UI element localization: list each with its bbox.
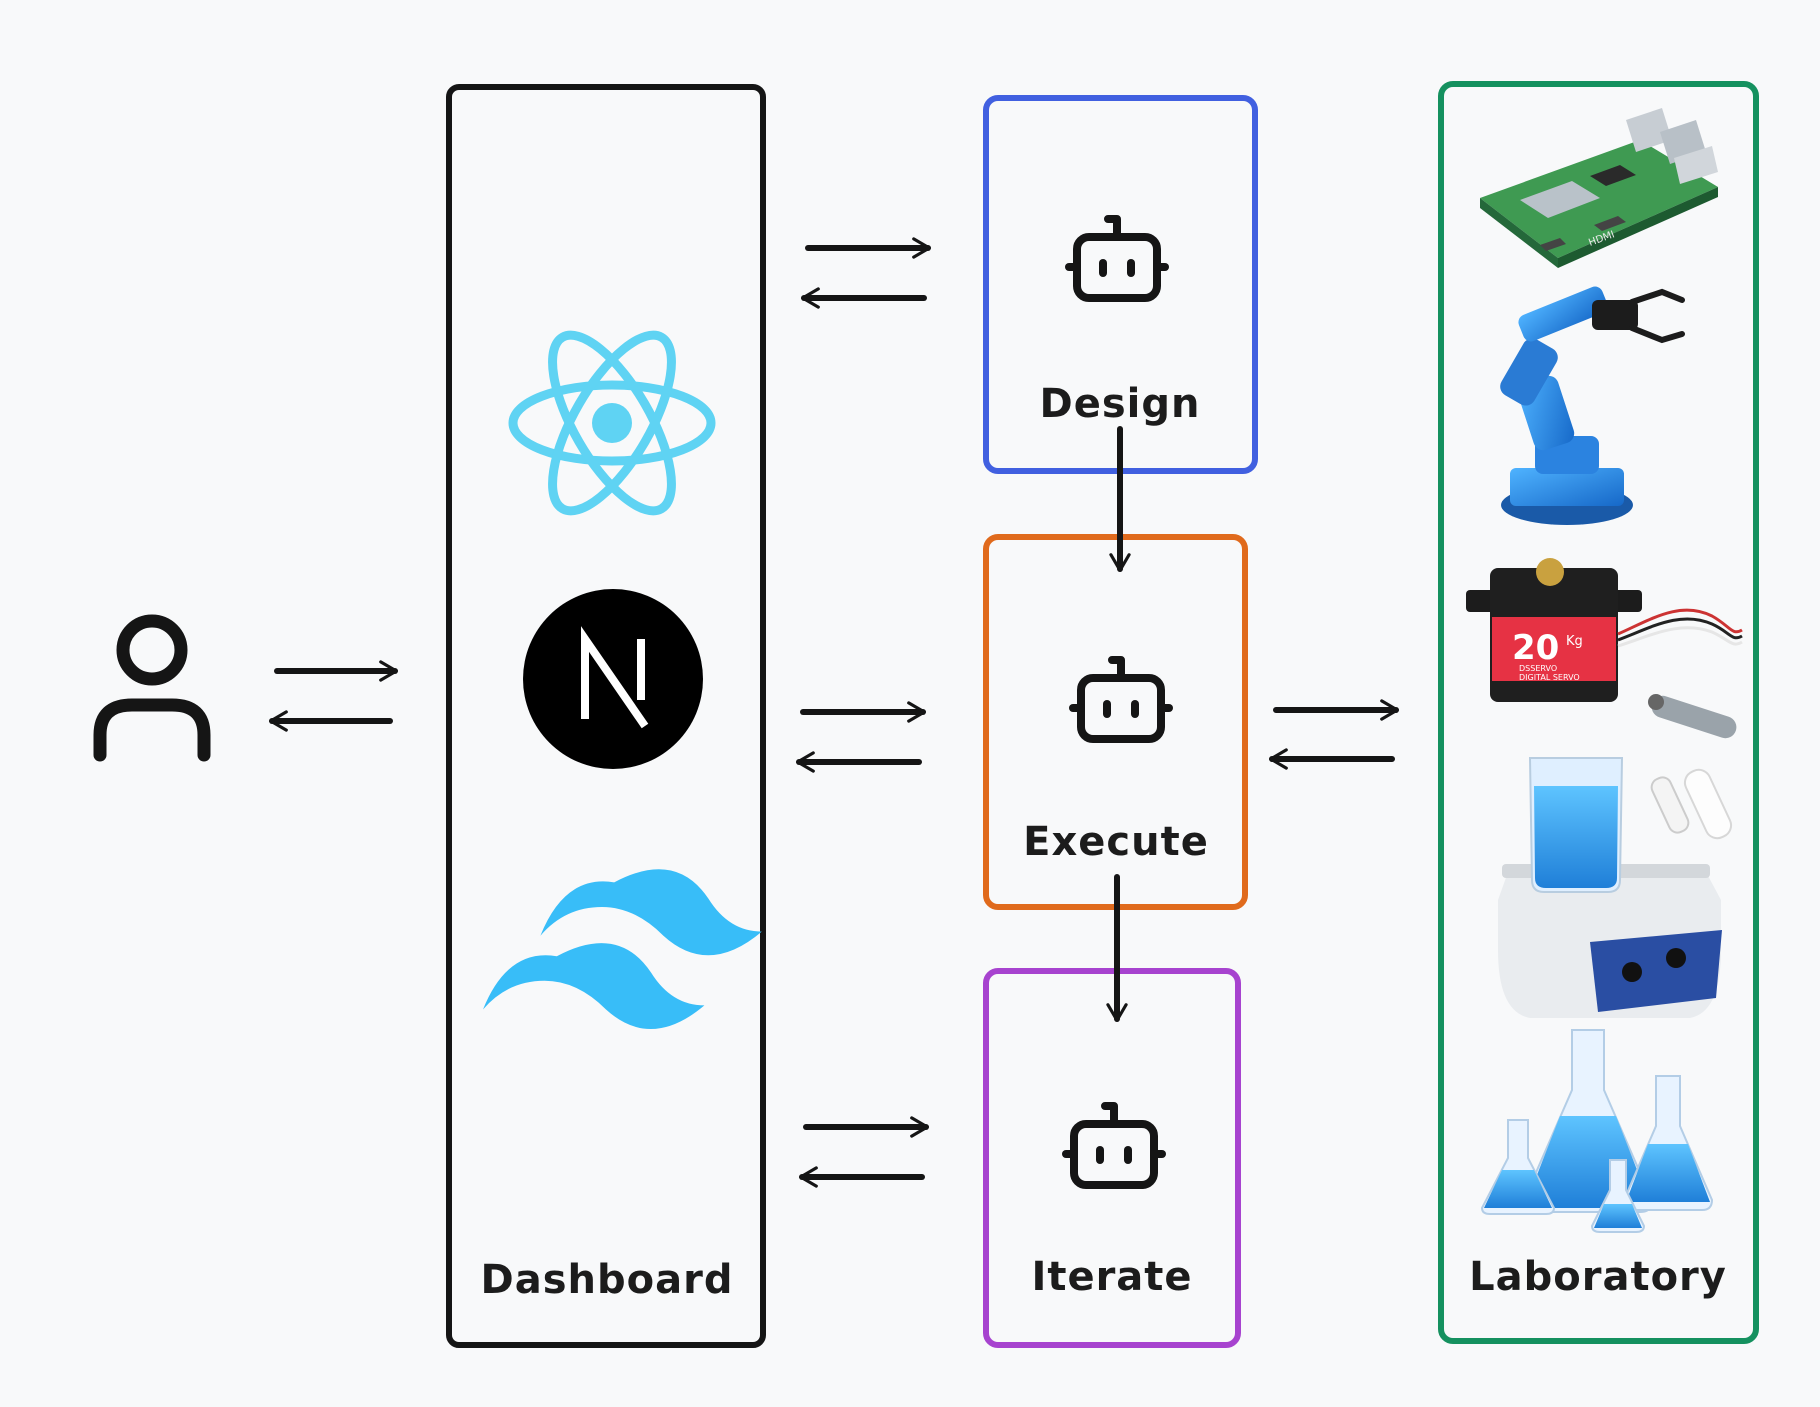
servo-desc: DIGITAL SERVO: [1519, 673, 1580, 682]
dashboard-border: [446, 84, 766, 1348]
bot-icon: [1065, 215, 1169, 302]
laboratory-label: Laboratory: [1469, 1254, 1727, 1300]
nextjs-logo-icon: [523, 589, 703, 769]
agent-execute: Execute: [983, 534, 1248, 910]
laboratory-border: [1438, 81, 1759, 1344]
execute-lab-arrows: [1269, 699, 1399, 770]
servo-unit: Kg: [1566, 634, 1583, 649]
servo-brand: DSSERVO: [1519, 664, 1557, 673]
execute-label: Execute: [1023, 819, 1209, 865]
iterate-label: Iterate: [1031, 1254, 1192, 1300]
agent-flow-arrows: [1106, 426, 1131, 1022]
bot-icon: [1069, 656, 1173, 743]
servo-motor: 20 Kg DSSERVO DIGITAL SERVO: [1466, 558, 1743, 739]
laboratory-box: HDMI 20 Kg DSSERVO DIGITAL SERVO: [1438, 81, 1759, 1344]
tailwind-logo-icon: [483, 869, 762, 1030]
dashboard-label: Dashboard: [481, 1257, 734, 1303]
magnetic-stirrer: [1498, 757, 1733, 1018]
design-label: Design: [1040, 381, 1201, 427]
agent-iterate: Iterate: [983, 968, 1241, 1348]
erlenmeyer-flasks: [1480, 1029, 1714, 1233]
servo-value: 20: [1512, 628, 1559, 668]
user-icon: [93, 614, 211, 762]
bot-icon: [1062, 1102, 1166, 1189]
dashboard-agent-arrows: [796, 237, 931, 1188]
react-logo-icon: [508, 330, 716, 516]
iterate-border: [983, 968, 1241, 1348]
dashboard-box: Dashboard: [446, 84, 766, 1348]
agent-design: Design: [983, 95, 1258, 474]
robotic-arm: [1500, 286, 1685, 525]
user-dashboard-arrows: [269, 660, 398, 732]
raspberry-pi-board: HDMI: [1480, 108, 1718, 268]
